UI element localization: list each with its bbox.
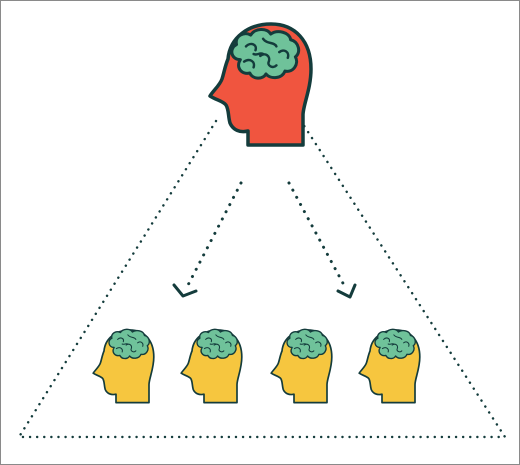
follower-head-icon <box>180 328 243 404</box>
arrow-down-left-icon <box>172 181 243 298</box>
follower-head-icon <box>92 328 155 404</box>
leader-brain-icon <box>230 27 301 80</box>
arrow-down-right-icon <box>287 181 357 299</box>
leader-head-icon <box>208 22 313 147</box>
dotted-triangle-connector <box>16 119 508 439</box>
follower-head-icon <box>358 328 421 404</box>
follower-head-icon <box>270 328 333 404</box>
